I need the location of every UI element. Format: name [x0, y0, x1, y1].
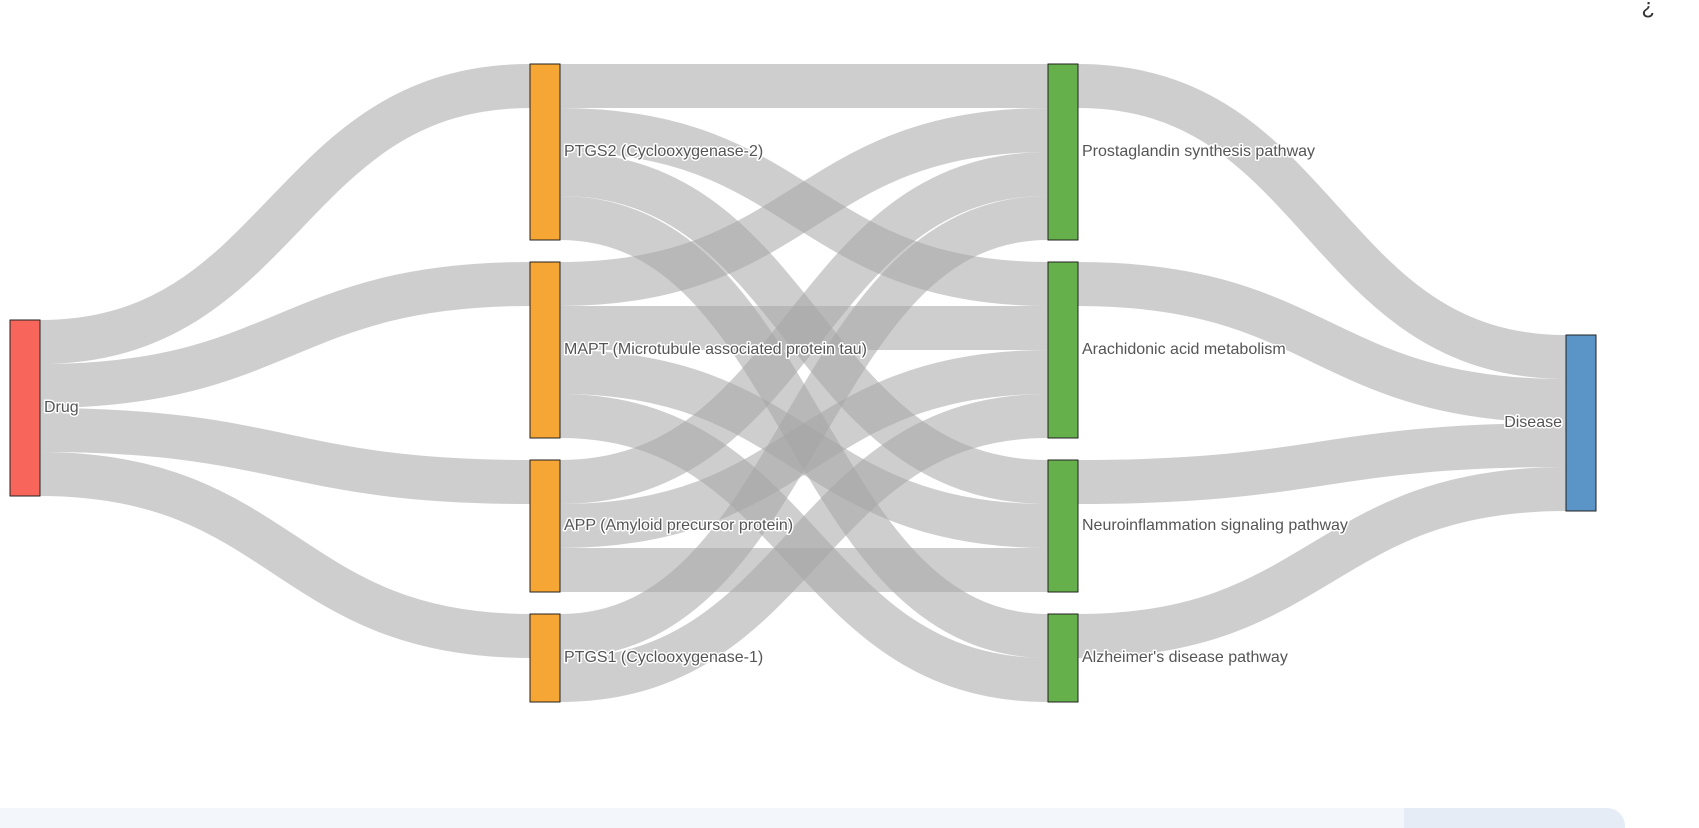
- link-arach-disease[interactable]: [1077, 262, 1567, 423]
- node-app[interactable]: [529, 459, 561, 593]
- node-label-arach: Arachidonic acid metabolism: [1082, 341, 1286, 358]
- node-neuro[interactable]: [1047, 459, 1079, 593]
- node-label-app: APP (Amyloid precursor protein): [564, 517, 793, 534]
- bottom-panel-tab[interactable]: [1404, 808, 1625, 828]
- link-ptgs1-arach[interactable]: [559, 394, 1049, 702]
- node-label-prost: Prostaglandin synthesis pathway: [1082, 143, 1315, 160]
- node-label-ptgs1: PTGS1 (Cyclooxygenase-1): [564, 649, 763, 666]
- link-alz-disease[interactable]: [1077, 467, 1567, 658]
- node-drug[interactable]: [9, 319, 41, 497]
- node-alz[interactable]: [1047, 613, 1079, 703]
- node-label-alz: Alzheimer's disease pathway: [1082, 649, 1288, 666]
- link-mapt-prost[interactable]: [559, 108, 1049, 306]
- links-layer: [39, 63, 1567, 702]
- bottom-panel: [0, 808, 1625, 828]
- node-label-neuro: Neuroinflammation signaling pathway: [1082, 517, 1348, 534]
- node-label-disease: Disease: [1504, 414, 1562, 431]
- nodes-layer: Drug PTGS2 (Cyclooxygenase-2) MAPT (Microt…: [9, 63, 1597, 703]
- link-prost-disease[interactable]: [1077, 64, 1567, 379]
- node-disease[interactable]: [1565, 334, 1597, 512]
- node-ptgs1[interactable]: [529, 613, 561, 703]
- link-drug-app[interactable]: [39, 408, 531, 504]
- link-drug-mapt[interactable]: [39, 262, 531, 408]
- node-label-ptgs2: PTGS2 (Cyclooxygenase-2): [564, 143, 763, 160]
- node-ptgs2[interactable]: [529, 63, 561, 241]
- link-drug-ptgs1[interactable]: [39, 452, 531, 658]
- node-label-drug: Drug: [44, 399, 79, 416]
- link-neuro-disease[interactable]: [1077, 423, 1567, 504]
- corner-glyph: ¿: [1641, 0, 1655, 19]
- node-label-mapt: MAPT (Microtubule associated protein tau…: [564, 341, 867, 358]
- link-ptgs1-prost[interactable]: [559, 196, 1049, 658]
- node-arach[interactable]: [1047, 261, 1079, 439]
- node-prost[interactable]: [1047, 63, 1079, 241]
- link-drug-ptgs2[interactable]: [39, 64, 531, 364]
- link-app-prost[interactable]: [559, 152, 1049, 504]
- node-mapt[interactable]: [529, 261, 561, 439]
